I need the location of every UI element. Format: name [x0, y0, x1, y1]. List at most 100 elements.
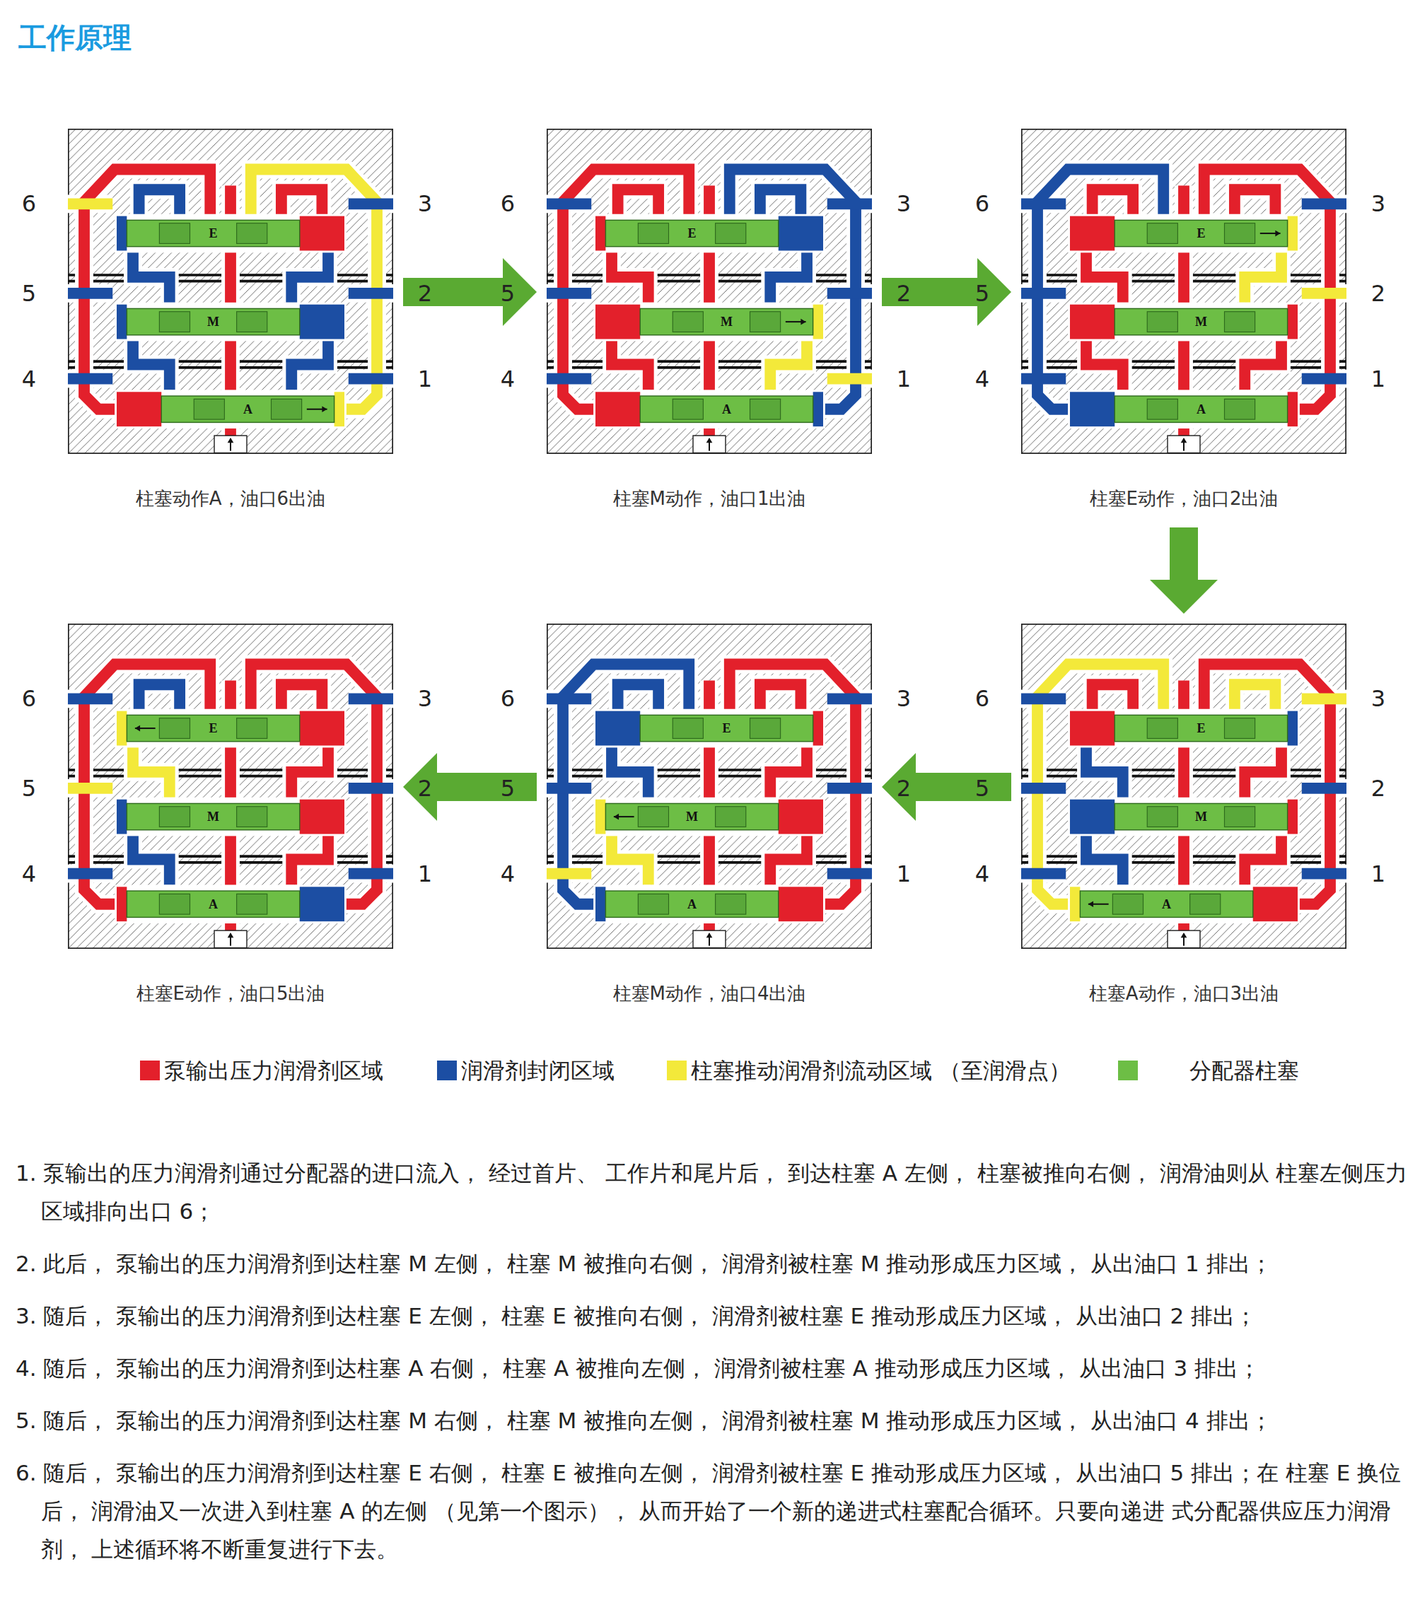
oil-channel	[1301, 693, 1347, 705]
stage-panel: 柱塞A动作，油口3出油EMA	[1021, 623, 1347, 1013]
plunger-neck	[236, 806, 268, 828]
port-number: 1	[1357, 364, 1400, 394]
oil-channel	[67, 693, 113, 705]
plunger-neck	[637, 806, 669, 828]
pressure-chamber	[778, 799, 824, 835]
channel-outline	[1301, 779, 1347, 798]
oil-channel	[546, 198, 592, 210]
pressure-chamber	[1069, 216, 1115, 252]
plunger-bore	[114, 302, 347, 342]
plunger-neck	[637, 223, 669, 244]
oil-channel	[827, 868, 872, 880]
plunger-letter: E	[1190, 719, 1212, 737]
port-number: 5	[7, 774, 51, 803]
channel-outline	[348, 779, 394, 798]
distributor-illustration	[1021, 128, 1347, 455]
stage-panel: 柱塞E动作，油口5出油EMA	[67, 623, 394, 1013]
pressure-chamber	[1287, 304, 1298, 340]
oil-channel	[1301, 782, 1347, 795]
oil-channel	[770, 746, 807, 798]
oil-channel	[348, 868, 394, 880]
oil-channel	[611, 746, 649, 798]
pressure-chamber	[778, 216, 824, 252]
plunger	[605, 219, 778, 247]
port-number: 5	[7, 279, 51, 308]
port-number: 5	[961, 279, 1004, 308]
oil-channel	[291, 746, 329, 798]
flow-arrow	[881, 258, 1012, 327]
plunger	[1114, 396, 1288, 423]
pressure-chamber	[595, 886, 606, 922]
port-number: 4	[961, 859, 1004, 889]
stage-caption: 柱塞M动作，油口4出油	[546, 980, 872, 1007]
plunger-neck	[193, 398, 225, 420]
legend-swatch	[437, 1060, 457, 1081]
oil-channel	[67, 782, 113, 795]
housing	[547, 129, 872, 454]
channel-outline	[1301, 284, 1347, 303]
legend-text: 分配器柱塞	[1189, 1056, 1300, 1085]
legend-text: 泵输出压力润滑剂区域	[164, 1056, 384, 1085]
oil-channel	[348, 693, 394, 705]
channel-outline	[1301, 369, 1347, 389]
plunger-neck	[637, 893, 669, 915]
oil-channel	[1301, 287, 1347, 300]
plunger-letter: A	[202, 895, 225, 913]
channel-outline	[291, 834, 329, 886]
pressure-chamber	[334, 391, 345, 427]
pressure-chamber	[813, 304, 824, 340]
pressure-chamber	[1253, 886, 1298, 922]
pressure-chamber	[299, 711, 345, 747]
plunger-neck	[1147, 223, 1178, 244]
motion-arrowhead	[1275, 230, 1280, 237]
stage-panel: 柱塞动作A，油口6出油EMA	[67, 128, 394, 518]
oil-channel	[827, 693, 872, 705]
oil-channel	[546, 287, 592, 300]
port-number: 4	[486, 859, 529, 889]
oil-channel	[132, 339, 170, 391]
plunger	[1114, 308, 1288, 335]
oil-channel	[1021, 198, 1066, 210]
plunger-neck	[715, 893, 747, 915]
channel-outline	[760, 189, 802, 216]
plunger-bore	[593, 302, 826, 342]
plunger-bore	[593, 389, 826, 429]
oil-channel	[1092, 189, 1134, 216]
channel-outline	[546, 284, 592, 303]
plunger-neck	[236, 893, 268, 915]
legend-swatch	[140, 1060, 160, 1081]
plunger-letter: M	[1190, 313, 1212, 331]
channel-outline	[546, 779, 592, 798]
channel-outline	[618, 189, 660, 216]
channel-outline	[1244, 834, 1282, 886]
port-number: 3	[403, 189, 447, 218]
channel-outline	[291, 339, 329, 391]
stage-panel: 柱塞M动作，油口4出油EMA	[546, 623, 872, 1013]
plunger-neck	[750, 718, 781, 739]
oil-channel	[67, 287, 113, 300]
plunger	[126, 714, 300, 742]
plunger-neck	[159, 223, 190, 244]
channel-outline	[611, 834, 649, 886]
plunger-neck	[715, 223, 747, 244]
distributor-illustration	[546, 128, 872, 455]
channel-outline	[1092, 684, 1134, 711]
pressure-chamber	[1287, 216, 1298, 252]
oil-channel	[1234, 189, 1276, 216]
port-number: 1	[882, 859, 925, 889]
oil-channel	[1086, 251, 1123, 303]
oil-channel	[348, 373, 394, 385]
channel-outline	[1301, 864, 1347, 884]
plunger-neck	[672, 398, 703, 420]
plunger	[126, 308, 300, 335]
port-number: 1	[403, 859, 447, 889]
pressure-chamber	[595, 391, 640, 427]
oil-channel	[546, 693, 592, 705]
pressure-chamber	[595, 304, 640, 340]
plunger-letter: M	[1190, 808, 1212, 826]
pressure-chamber	[116, 216, 127, 252]
plunger-bore	[1067, 709, 1300, 749]
pressure-chamber	[813, 711, 824, 747]
channel-outline	[1086, 339, 1123, 391]
channel-outline	[67, 864, 113, 884]
